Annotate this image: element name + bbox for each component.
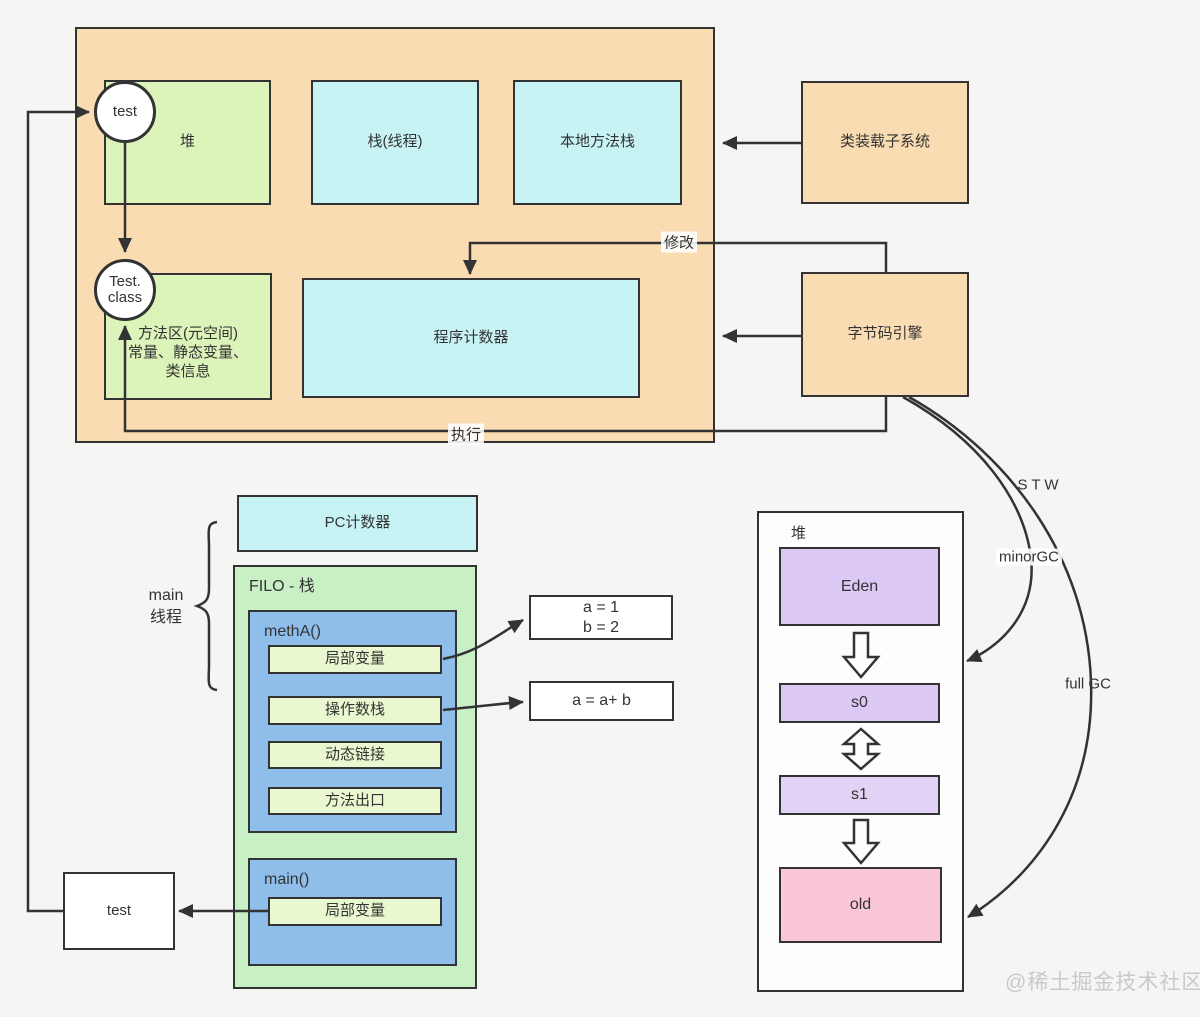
vm-stack-box: 栈(线程)	[311, 80, 479, 205]
method-area-line2: 常量、静态变量、	[127, 344, 248, 362]
metha-method-exit-slot: 方法出口	[268, 787, 442, 815]
test-result-label: test	[106, 901, 132, 919]
metha-dynamic-link-label: 动态链接	[324, 745, 385, 763]
note-a-plus-b-box: a = a+ b	[529, 681, 674, 721]
metha-method-exit-label: 方法出口	[324, 791, 385, 809]
old-region-label: old	[849, 896, 872, 913]
main-local-vars-slot: 局部变量	[268, 897, 442, 926]
metha-local-vars-label: 局部变量	[324, 650, 385, 668]
vm-stack-label: 栈(线程)	[367, 133, 423, 151]
eden-region-box: Eden	[779, 547, 940, 626]
s0-region-label: s0	[851, 694, 868, 711]
main-thread-brace	[193, 520, 218, 692]
s0-region-box: s0	[779, 683, 940, 723]
watermark: @稀土掘金技术社区	[1005, 971, 1200, 994]
pc-register-box: 程序计数器	[302, 278, 640, 398]
test-class-line2: class	[107, 289, 143, 306]
note-a1-line: a = 1	[582, 598, 620, 616]
modify-label: 修改	[660, 231, 698, 253]
note-a-plus-b-label: a = a+ b	[572, 692, 631, 709]
metha-local-vars-slot: 局部变量	[268, 645, 442, 674]
eden-region-label: Eden	[840, 577, 879, 595]
main-local-vars-label: 局部变量	[324, 902, 385, 920]
s1-region-box: s1	[779, 775, 940, 815]
method-area-line1: 方法区(元空间)	[138, 325, 238, 343]
gc-heap-title: 堆	[791, 525, 807, 542]
test-object-circle: test	[94, 81, 156, 143]
metha-operand-stack-label: 操作数栈	[324, 701, 385, 719]
note-b2-line: b = 2	[582, 618, 620, 636]
main-thread-label: main 线程	[135, 585, 197, 630]
main-thread-label-line1: main	[148, 587, 184, 604]
metha-frame-label: methA()	[264, 623, 321, 640]
pc-counter-box: PC计数器	[237, 495, 478, 552]
metha-operand-stack-slot: 操作数栈	[268, 696, 442, 725]
note-a1-b2-box: a = 1 b = 2	[529, 595, 673, 640]
test-class-circle: Test. class	[94, 259, 156, 321]
test-result-box: test	[63, 872, 175, 950]
metha-dynamic-link-slot: 动态链接	[268, 741, 442, 769]
class-loader-label: 类装载子系统	[839, 133, 930, 151]
stw-label: S T W	[1017, 476, 1059, 494]
bytecode-engine-box: 字节码引擎	[801, 272, 969, 397]
pc-register-label: 程序计数器	[433, 328, 509, 346]
method-area-line3: 类信息	[165, 362, 211, 380]
execute-label: 执行	[447, 423, 485, 445]
test-class-line1: Test.	[109, 272, 141, 290]
heap-label: 堆	[179, 133, 195, 151]
test-object-label: test	[112, 102, 138, 120]
main-frame-label: main()	[264, 871, 310, 888]
native-method-stack-box: 本地方法栈	[513, 80, 682, 205]
full-gc-label: full GC	[1065, 675, 1111, 693]
main-thread-label-line2: 线程	[149, 609, 182, 627]
bytecode-engine-label: 字节码引擎	[847, 325, 923, 343]
s1-region-label: s1	[851, 786, 868, 803]
minor-gc-label: minorGC	[995, 548, 1063, 566]
old-region-box: old	[779, 867, 942, 943]
pc-counter-label: PC计数器	[324, 514, 391, 532]
filo-stack-label: FILO - 栈	[249, 578, 315, 595]
native-method-stack-label: 本地方法栈	[559, 133, 635, 151]
class-loader-box: 类装载子系统	[801, 81, 969, 204]
